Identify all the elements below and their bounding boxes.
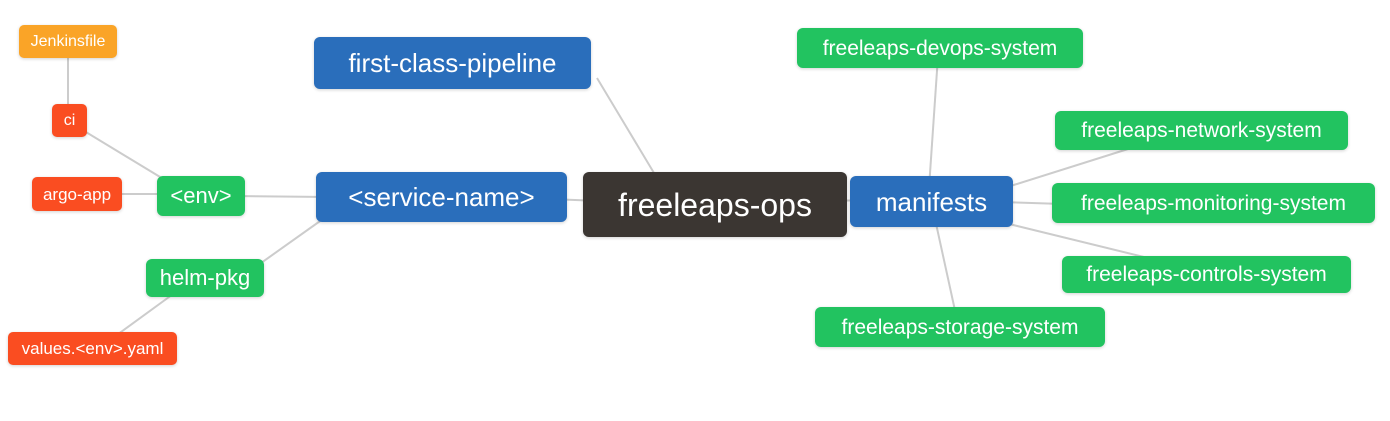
node-helm-pkg[interactable]: helm-pkg [146,259,264,297]
edge-manifests-storage [934,218,957,316]
node-jenkinsfile[interactable]: Jenkinsfile [19,25,117,58]
edge-env-service-name [232,195,329,198]
node-values-env-yaml[interactable]: values.<env>.yaml [8,332,177,365]
edge-helm-pkg-values [109,288,181,341]
node-first-class-pipeline[interactable]: first-class-pipeline [314,37,591,89]
edge-pipeline-root [596,77,661,184]
edge-service-name-helm-pkg [253,213,331,269]
node-freeleaps-network-system[interactable]: freeleaps-network-system [1055,111,1348,150]
node-freeleaps-devops-system[interactable]: freeleaps-devops-system [797,28,1083,68]
node-freeleaps-controls-system[interactable]: freeleaps-controls-system [1062,256,1351,293]
node-freeleaps-monitoring-system[interactable]: freeleaps-monitoring-system [1052,183,1375,223]
edge-manifests-network [1000,148,1129,190]
edge-ci-env [75,125,171,184]
edge-manifests-devops [928,55,939,189]
edge-manifests-controls [1000,221,1149,259]
node-freeleaps-storage-system[interactable]: freeleaps-storage-system [815,307,1105,347]
node-argo-app[interactable]: argo-app [32,177,122,211]
node-freeleaps-ops[interactable]: freeleaps-ops [583,172,847,237]
node-service-name[interactable]: <service-name> [316,172,567,222]
node-ci[interactable]: ci [52,104,87,137]
node-env[interactable]: <env> [157,176,245,216]
node-manifests[interactable]: manifests [850,176,1013,227]
